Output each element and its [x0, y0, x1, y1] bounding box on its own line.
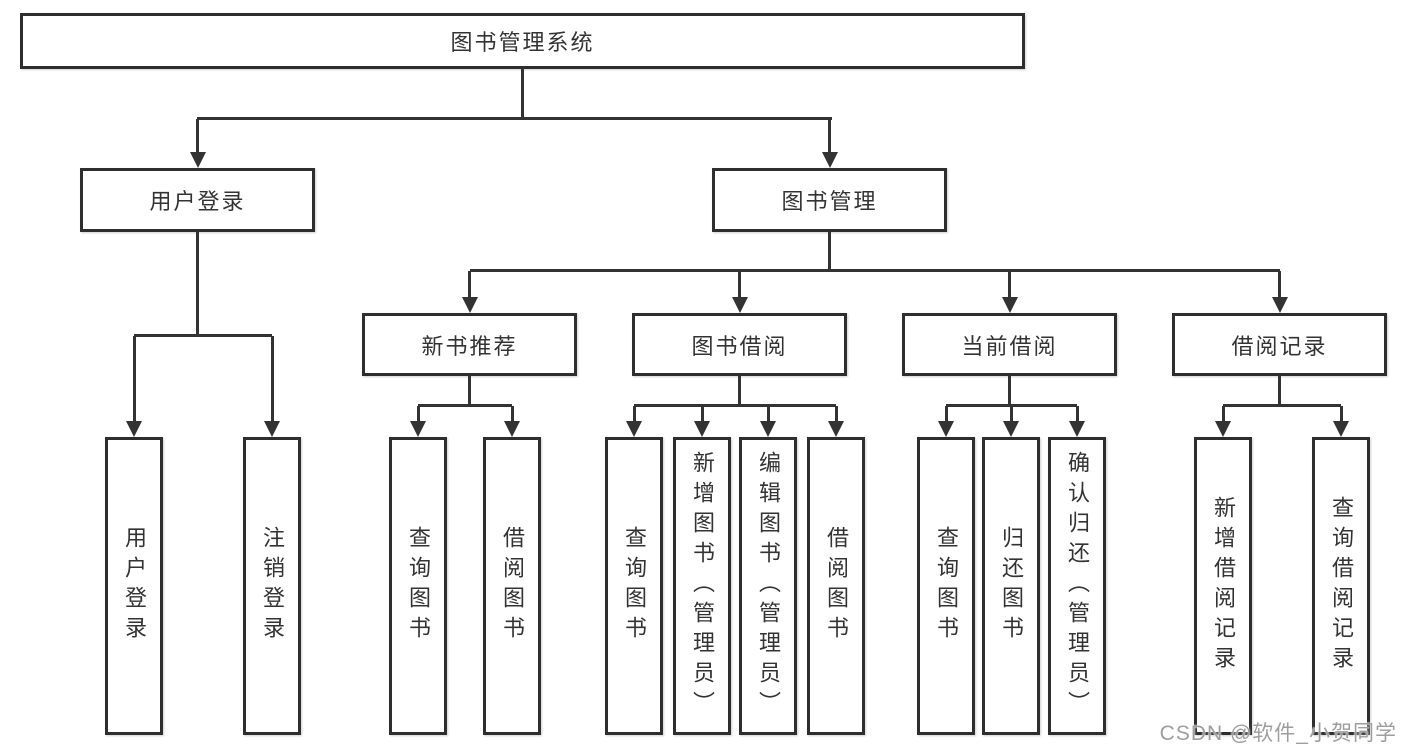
leaf-edit-book-admin: 编辑图书（管理员） — [739, 437, 797, 735]
node-new-book-recommend: 新书推荐 — [362, 313, 577, 376]
leaf-query-book-recommend: 查询图书 — [389, 437, 447, 735]
leaf-query-book-recommend-label: 查询图书 — [406, 526, 431, 646]
leaf-query-book-current: 查询图书 — [917, 437, 975, 735]
node-borrow-records: 借阅记录 — [1172, 313, 1387, 376]
arrow-down-icon — [1002, 297, 1018, 313]
arrow-down-icon — [410, 421, 426, 437]
arrow-down-icon — [504, 421, 520, 437]
connector-vline — [828, 119, 831, 153]
leaf-logout: 注销登录 — [243, 437, 301, 735]
leaf-user-login-label: 用户登录 — [122, 526, 147, 646]
connector-vline — [738, 376, 741, 406]
arrow-down-icon — [462, 297, 478, 313]
csdn-watermark: CSDN @软件_小贺同学 — [1159, 722, 1397, 745]
connector-hline — [470, 269, 1280, 272]
leaf-add-book-admin: 新增图书（管理员） — [673, 437, 731, 735]
connector-vline — [133, 336, 136, 422]
arrow-down-icon — [1215, 421, 1231, 437]
connector-vline — [196, 232, 199, 337]
connector-vline — [196, 119, 199, 153]
leaf-borrow-book-recommend: 借阅图书 — [483, 437, 541, 735]
arrow-down-icon — [626, 421, 642, 437]
arrow-down-icon — [190, 152, 206, 168]
node-current-borrow: 当前借阅 — [902, 313, 1117, 376]
connector-vline — [701, 406, 704, 422]
leaf-edit-book-admin-label: 编辑图书（管理员） — [756, 451, 781, 721]
leaf-query-borrow-record-label: 查询借阅记录 — [1329, 496, 1354, 676]
connector-vline — [767, 406, 770, 422]
leaf-confirm-return-admin: 确认归还（管理员） — [1048, 437, 1106, 735]
connector-vline — [828, 232, 831, 271]
connector-vline — [468, 376, 471, 406]
leaf-borrow-book: 借阅图书 — [807, 437, 865, 735]
leaf-user-login: 用户登录 — [105, 437, 163, 735]
node-book-borrow: 图书借阅 — [632, 313, 847, 376]
leaf-logout-label: 注销登录 — [260, 526, 285, 646]
node-root-library-system: 图书管理系统 — [20, 13, 1025, 69]
arrow-down-icon — [938, 421, 954, 437]
arrow-down-icon — [1333, 421, 1349, 437]
node-user-login: 用户登录 — [80, 168, 315, 232]
leaf-borrow-book-label: 借阅图书 — [824, 526, 849, 646]
leaf-return-book: 归还图书 — [982, 437, 1040, 735]
connector-vline — [945, 406, 948, 422]
leaf-query-book-current-label: 查询图书 — [934, 526, 959, 646]
connector-vline — [1222, 406, 1225, 422]
arrow-down-icon — [1069, 421, 1085, 437]
leaf-return-book-label: 归还图书 — [999, 526, 1024, 646]
leaf-confirm-return-admin-label: 确认归还（管理员） — [1065, 451, 1090, 721]
connector-vline — [1008, 376, 1011, 406]
leaf-query-book-borrow: 查询图书 — [605, 437, 663, 735]
leaf-add-borrow-record-label: 新增借阅记录 — [1211, 496, 1236, 676]
node-book-management: 图书管理 — [712, 168, 947, 232]
connector-hline — [418, 404, 512, 407]
connector-vline — [1340, 406, 1343, 422]
arrow-down-icon — [822, 152, 838, 168]
connector-vline — [1278, 376, 1281, 406]
connector-hline — [946, 404, 1077, 407]
leaf-query-borrow-record: 查询借阅记录 — [1312, 437, 1370, 735]
connector-vline — [521, 68, 524, 119]
connector-vline — [417, 406, 420, 422]
leaf-add-borrow-record: 新增借阅记录 — [1194, 437, 1252, 735]
arrow-down-icon — [694, 421, 710, 437]
leaf-borrow-book-recommend-label: 借阅图书 — [500, 526, 525, 646]
connector-vline — [835, 406, 838, 422]
connector-vline — [511, 406, 514, 422]
arrow-down-icon — [760, 421, 776, 437]
arrow-down-icon — [732, 297, 748, 313]
arrow-down-icon — [1003, 421, 1019, 437]
arrow-down-icon — [828, 421, 844, 437]
connector-vline — [1008, 271, 1011, 298]
connector-hline — [134, 334, 272, 337]
leaf-query-book-borrow-label: 查询图书 — [622, 526, 647, 646]
connector-vline — [468, 271, 471, 298]
connector-vline — [1076, 406, 1079, 422]
connector-vline — [633, 406, 636, 422]
connector-vline — [1278, 271, 1281, 298]
connector-vline — [1010, 406, 1013, 422]
arrow-down-icon — [264, 421, 280, 437]
arrow-down-icon — [126, 421, 142, 437]
connector-hline — [197, 117, 832, 120]
leaf-add-book-admin-label: 新增图书（管理员） — [690, 451, 715, 721]
connector-vline — [738, 271, 741, 298]
connector-hline — [1223, 404, 1341, 407]
connector-vline — [271, 336, 274, 422]
arrow-down-icon — [1272, 297, 1288, 313]
connector-hline — [634, 404, 836, 407]
